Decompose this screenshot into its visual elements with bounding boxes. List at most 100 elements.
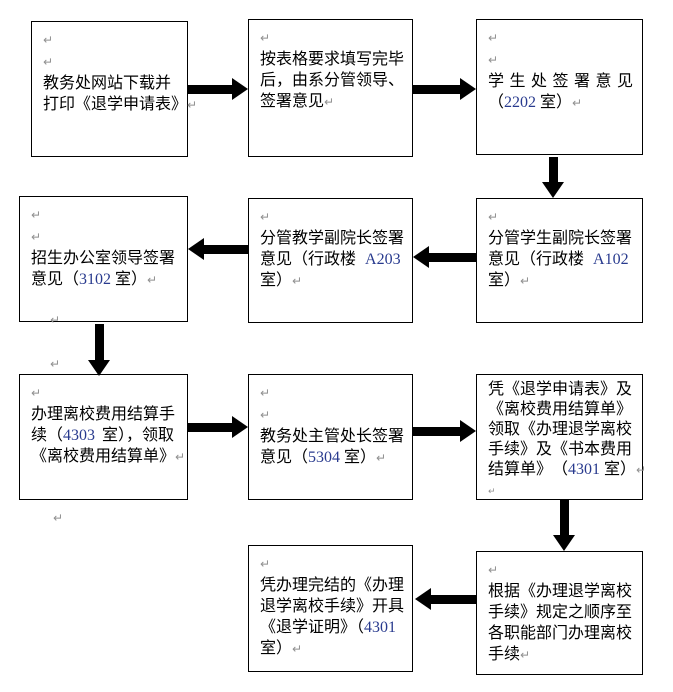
arrow-head — [460, 78, 476, 100]
paragraph-mark-icon: ↵ — [260, 210, 271, 224]
flow-box-line: 打印《退学申请表》↵ — [43, 96, 198, 113]
paragraph-mark-icon: ↵ — [636, 463, 647, 477]
flow-box-line: ↵ — [488, 206, 638, 228]
arrow-head — [232, 416, 248, 438]
flow-box-line: ↵ — [488, 27, 638, 49]
flow-box-line: 分管学生副院长签署 — [488, 230, 633, 247]
flow-box-line: 教务处网站下载并 — [43, 75, 172, 92]
flow-box-vp-student-sign: ↵ 分管学生副院长签署意见（行政楼 A102 室）↵ — [476, 198, 643, 323]
paragraph-mark-icon: ↵ — [488, 487, 496, 497]
flow-box-line: ↵ — [260, 404, 408, 426]
arrow-shaft — [428, 252, 476, 262]
flow-arrow-admissions-sign-to-fee-settlement — [88, 324, 110, 376]
flow-box-line: 《离校费用结算单》↵ — [31, 448, 186, 465]
flow-box-line: 各职能部门办理离校 — [488, 625, 633, 642]
flow-box-line: 学生处签署意见 — [488, 73, 639, 90]
arrow-head — [88, 360, 110, 376]
flow-box-line: ↵ — [488, 480, 638, 502]
flow-box-line: 《离校费用结算单》 — [488, 401, 633, 418]
arrow-shaft — [188, 84, 233, 94]
paragraph-mark-icon: ↵ — [31, 386, 42, 400]
arrow-shaft — [188, 422, 233, 432]
flow-box-dean-office-sign: ↵↵教务处主管处长签署意见（5304 室）↵ — [248, 374, 413, 500]
flow-arrow-fee-settlement-to-dean-office-sign — [188, 416, 248, 438]
flow-arrow-fill-form-to-student-affairs-sign — [413, 78, 476, 100]
flow-box-line: 教务处主管处长签署 — [260, 428, 405, 445]
flow-box-line: 凭办理完结的《办理 — [260, 577, 405, 594]
room-number: 5304 — [308, 449, 341, 466]
paragraph-mark-icon: ↵ — [572, 96, 583, 110]
paragraph-mark-icon: ↵ — [520, 274, 531, 288]
room-number: 4303 — [63, 427, 96, 444]
flow-box-line: ↵ — [488, 559, 638, 581]
flow-box-line: 手续↵ — [488, 646, 531, 663]
paragraph-mark-icon: ↵ — [292, 274, 303, 288]
room-number: 4301 — [364, 619, 397, 636]
paragraph-mark-icon: ↵ — [260, 408, 271, 422]
paragraph-mark-icon: ↵ — [50, 357, 61, 371]
flow-box-download-form: ↵↵教务处网站下载并打印《退学申请表》↵ — [31, 21, 198, 157]
arrow-head — [542, 182, 564, 198]
flow-arrow-student-affairs-sign-to-vp-student-sign — [542, 157, 564, 198]
flow-box-line: 退学离校手续》开具 — [260, 598, 405, 615]
flow-box-fee-settlement: ↵办理离校费用结算手续（4303 室），领取《离校费用结算单》↵ — [19, 374, 188, 500]
paragraph-mark-icon: ↵ — [488, 563, 499, 577]
paragraph-mark-icon: ↵ — [260, 557, 271, 571]
paragraph-mark-icon: ↵ — [31, 230, 42, 244]
flow-box-line: 根据《办理退学离校 — [488, 583, 633, 600]
arrow-shaft — [413, 84, 461, 94]
flow-box-student-affairs-sign: ↵ ↵ 学生处签署意见 （2202 室）↵ — [476, 19, 643, 155]
paragraph-mark-icon: ↵ — [292, 642, 303, 656]
flow-arrow-vp-teaching-sign-to-admissions-sign — [188, 238, 248, 260]
flow-box-line: 按表格要求填写完毕 — [260, 51, 405, 68]
paragraph-mark-icon: ↵ — [50, 313, 61, 327]
room-number: A203 — [365, 251, 401, 268]
flow-box-line: ↵ — [31, 226, 183, 248]
paragraph-mark-icon: ↵ — [43, 33, 54, 47]
paragraph-mark-icon: ↵ — [488, 53, 499, 67]
arrow-head — [413, 246, 429, 268]
arrow-head — [553, 535, 575, 551]
room-number: 4301 — [568, 461, 601, 478]
paragraph-mark-icon: ↵ — [175, 450, 186, 464]
flow-box-line: ↵ — [31, 204, 183, 226]
paragraph-mark-icon: ↵ — [260, 31, 271, 45]
paragraph-mark-icon: ↵ — [488, 210, 499, 224]
flow-box-line: 手续》规定之顺序至 — [488, 604, 633, 621]
paragraph-mark-icon: ↵ — [260, 386, 271, 400]
room-number: 2202 — [504, 94, 537, 111]
flow-box-line: 室）↵ — [488, 272, 531, 289]
room-number: A102 — [593, 251, 629, 268]
flow-box-line: 分管教学副院长签署 — [260, 230, 405, 247]
arrow-shaft — [413, 426, 461, 436]
paragraph-mark-icon: ↵ — [53, 511, 64, 525]
arrow-shaft — [203, 244, 248, 254]
arrow-shaft — [94, 324, 104, 361]
flow-box-line: 意见（行政楼 A102 — [488, 251, 629, 268]
flow-arrow-download-form-to-fill-form — [188, 78, 248, 100]
arrow-head — [460, 420, 476, 442]
flow-box-line: （2202 室）↵ — [488, 94, 583, 111]
flow-box-line: 意见（行政楼 A203 — [260, 251, 401, 268]
arrow-head — [188, 238, 204, 260]
flow-box-line: 凭《退学申请表》及 — [488, 381, 633, 398]
flow-box-line: 招生办公室领导签署 — [31, 250, 176, 267]
flow-box-line: ↵ — [260, 206, 408, 228]
flow-box-fill-form: ↵按表格要求填写完毕后，由系分管领导、签署意见↵ — [248, 19, 413, 157]
flow-box-visit-departments: ↵ 根据《办理退学离校手续》规定之顺序至各职能部门办理离校手续↵ — [476, 551, 643, 675]
flow-box-line: 手续》及《书本费用 — [488, 441, 633, 458]
room-number: 3102 — [79, 271, 112, 288]
flow-arrow-visit-departments-to-withdrawal-cert — [415, 588, 476, 610]
flow-arrow-dean-office-sign-to-get-leave-papers — [413, 420, 476, 442]
flow-box-line: 室）↵ — [260, 640, 303, 657]
flow-box-line: ↵ — [31, 382, 183, 404]
flow-box-line: 后，由系分管领导、 — [260, 72, 405, 89]
flow-box-get-leave-papers: 凭《退学申请表》及《离校费用结算单》领取《办理退学离校手续》及《书本费用结算单》… — [476, 374, 647, 502]
flow-box-line: ↵ — [260, 553, 408, 575]
flow-box-admissions-sign: ↵↵招生办公室领导签署意见（3102 室）↵ — [19, 196, 188, 322]
flow-box-line: ↵ — [488, 49, 638, 71]
flow-box-line: ↵ — [260, 382, 408, 404]
